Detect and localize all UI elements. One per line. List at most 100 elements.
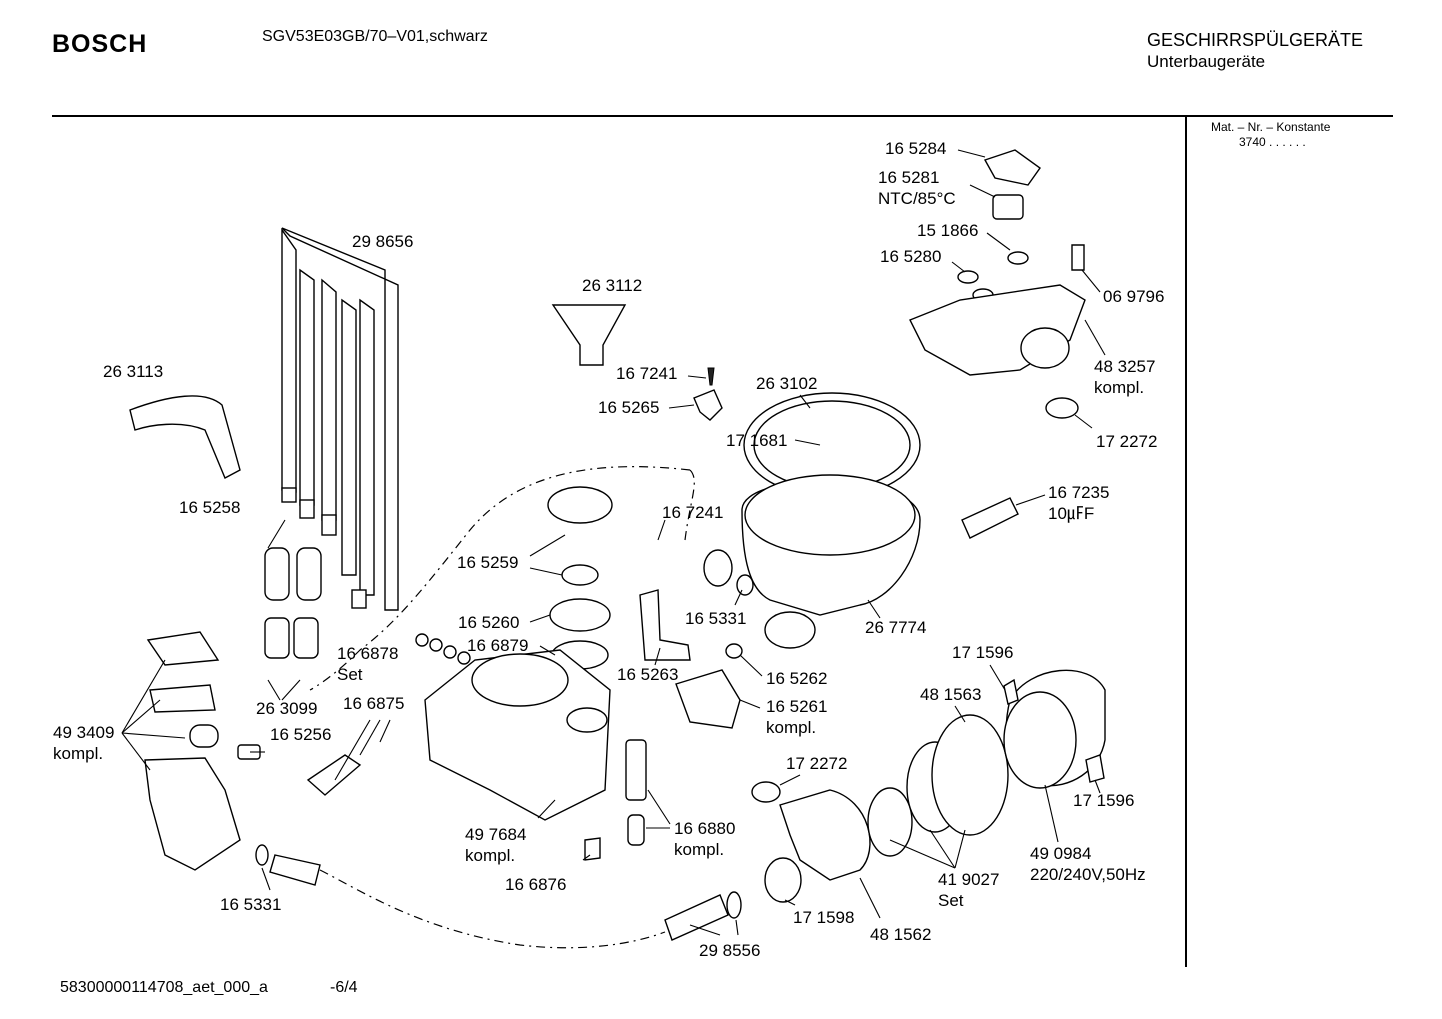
water-pipes-part [281, 227, 399, 611]
part-number-label: 17 1596 [1073, 791, 1134, 810]
part-number-line: 16 6876 [505, 875, 566, 894]
part-number-line: 26 3099 [256, 699, 317, 718]
part-number-line: 26 3113 [103, 362, 163, 381]
material-number-value: 3740 . . . . . . [1239, 135, 1306, 149]
part-number-line: kompl. [766, 718, 816, 737]
material-number-label: Mat. – Nr. – Konstante [1211, 120, 1331, 134]
part-number-line: 16 5284 [885, 139, 946, 158]
part-number-label: 16 5263 [617, 665, 678, 684]
part-number-line: 26 3102 [756, 374, 817, 393]
part-number-label: 17 2272 [786, 754, 847, 773]
part-number-label: 16 6875 [343, 694, 404, 713]
part-number-line: 16 6879 [467, 636, 528, 655]
part-number-line: 220/240V,50Hz [1030, 865, 1146, 884]
part-number-label: 16 5284 [885, 139, 946, 158]
part-number-label: 49 3409 kompl. [53, 723, 114, 763]
part-number-label: 16 5259 [457, 553, 518, 572]
part-number-line: 10㎌F [1048, 504, 1094, 524]
part-number-line: 16 6875 [343, 694, 404, 713]
hose-route-line [309, 466, 695, 949]
part-number-label: 49 0984 220/240V,50Hz [1030, 844, 1146, 884]
leader-lines [121, 149, 1106, 936]
part-number-line: 16 6880 [674, 819, 735, 838]
part-number-label: 16 5265 [598, 398, 659, 417]
impeller-part [867, 787, 913, 857]
part-number-line: 49 0984 [1030, 844, 1091, 863]
hose-lower-part [269, 854, 321, 886]
part-number-line: 16 5262 [766, 669, 827, 688]
clip-part [693, 389, 723, 421]
part-number-line: 17 1596 [952, 643, 1013, 662]
part-number-label: 15 1866 [917, 221, 978, 240]
part-number-label: 16 7235 10㎌F [1048, 483, 1109, 524]
part-number-line: 26 3112 [582, 276, 642, 295]
part-number-label: 17 1596 [952, 643, 1013, 662]
part-number-label: 16 6876 [505, 875, 566, 894]
part-number-line: 16 5258 [179, 498, 240, 517]
part-number-label: 16 7241 [662, 503, 723, 522]
part-number-line: 41 9027 [938, 870, 999, 889]
funnel-part [551, 304, 627, 366]
part-number-label: 26 3099 [256, 699, 317, 718]
part-number-label: 16 5280 [880, 247, 941, 266]
part-number-line: 16 5260 [458, 613, 519, 632]
part-number-line: 16 7241 [616, 364, 677, 383]
part-number-line: Set [337, 665, 363, 684]
brand-logo: BOSCH [52, 30, 148, 58]
part-number-line: 16 5263 [617, 665, 678, 684]
subcategory-title: Unterbaugeräte [1147, 52, 1266, 71]
part-number-line: 16 7235 [1048, 483, 1109, 502]
seal-ring-part [764, 611, 816, 649]
part-number-label: 26 3112 [582, 276, 642, 295]
part-number-line: kompl. [674, 840, 724, 859]
part-number-line: 16 6878 [337, 644, 398, 663]
part-number-line: 17 1681 [726, 431, 787, 450]
part-number-line: Set [938, 891, 964, 910]
part-number-line: 17 1598 [793, 908, 854, 927]
part-number-label: 29 8556 [699, 941, 760, 960]
part-number-line: 48 1563 [920, 685, 981, 704]
screw-part [707, 367, 715, 386]
part-number-label: 26 3102 [756, 374, 817, 393]
part-number-line: 29 8556 [699, 941, 760, 960]
part-number-line: 16 5280 [880, 247, 941, 266]
part-number-line: 16 5259 [457, 553, 518, 572]
part-number-line: 16 5281 [878, 168, 939, 187]
hose-bottom-part [664, 894, 729, 941]
part-number-label: 26 7774 [865, 618, 926, 637]
part-number-line: NTC/85°C [878, 189, 956, 208]
sensor-part [625, 739, 647, 801]
part-number-line: 16 5331 [220, 895, 281, 914]
part-number-label: 17 1598 [793, 908, 854, 927]
page-number: -6/4 [330, 979, 358, 996]
clip-small-part [584, 837, 601, 861]
part-number-label: 16 5262 [766, 669, 827, 688]
part-number-label: 16 5331 [220, 895, 281, 914]
part-number-line: 49 3409 [53, 723, 114, 742]
bracket-part [639, 589, 691, 661]
sensor-cap-part [983, 149, 1041, 186]
part-number-line: 06 9796 [1103, 287, 1164, 306]
part-number-label: 16 7241 [616, 364, 677, 383]
part-number-label: 06 9796 [1103, 287, 1164, 306]
set-part [415, 633, 471, 665]
part-number-line: 16 7241 [662, 503, 723, 522]
clamp-part [725, 643, 743, 659]
part-number-line: 16 5256 [270, 725, 331, 744]
part-number-label: 16 6879 [467, 636, 528, 655]
part-number-line: kompl. [53, 744, 103, 763]
part-number-label: 48 1562 [870, 925, 931, 944]
part-number-line: 26 7774 [865, 618, 926, 637]
part-number-line: 17 1596 [1073, 791, 1134, 810]
part-number-label: 16 5256 [270, 725, 331, 744]
category-title: GESCHIRRSPÜLGERÄTE [1147, 30, 1364, 50]
part-number-line: 17 2272 [1096, 432, 1157, 451]
sleeves-part [264, 547, 322, 659]
part-number-label: 26 3113 [103, 362, 163, 381]
